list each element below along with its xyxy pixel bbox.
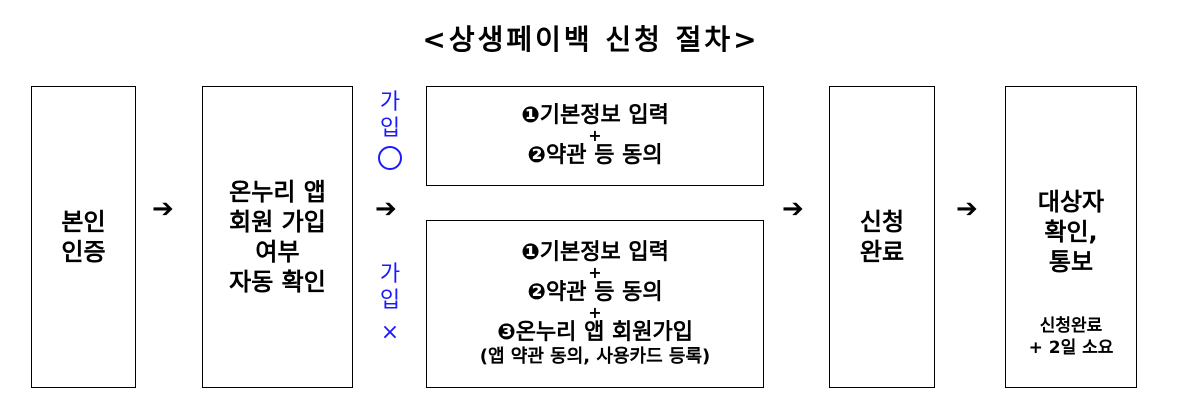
auto-check-line: 온누리 앱	[229, 178, 326, 206]
not-joined-steps-box: ❶기본정보 입력 + ❷약관 등 동의 + ❸온누리 앱 회원가입 (앱 약관 …	[426, 220, 764, 388]
auto-check-line: 회원 가입	[229, 208, 326, 236]
branch-char: 가	[379, 90, 401, 115]
step-app-signup: ❸온누리 앱 회원가입	[497, 320, 693, 345]
notify-line: 대상자	[1037, 188, 1105, 216]
branch-joined-label: 가 입	[375, 90, 405, 170]
auto-check-line: 자동 확인	[229, 268, 326, 296]
arrow-icon: ➔	[375, 194, 397, 224]
plus-sign: +	[588, 126, 602, 145]
notify-note: 신청완료	[1039, 316, 1103, 336]
step-terms-agree: ❷약관 등 동의	[527, 280, 663, 305]
cross-icon: ×	[380, 320, 400, 345]
circle-icon	[378, 146, 402, 170]
identity-verification-box: 본인 인증	[31, 86, 136, 388]
target-notify-box: 대상자 확인, 통보 신청완료 + 2일 소요	[1005, 86, 1137, 388]
notify-line: 확인,	[1044, 218, 1098, 246]
notify-line: 통보	[1048, 248, 1094, 276]
arrow-icon: ➔	[956, 194, 978, 224]
step-basic-info: ❶기본정보 입력	[521, 240, 669, 265]
branch-char: 입	[379, 116, 401, 141]
plus-sign: +	[588, 303, 602, 322]
identity-line-2: 인증	[61, 238, 106, 266]
auto-check-line: 여부	[255, 238, 300, 266]
step-basic-info: ❶기본정보 입력	[521, 103, 669, 128]
branch-not-joined-label: 가 입 ×	[375, 262, 405, 346]
application-complete-box: 신청 완료	[829, 86, 935, 388]
diagram-title: <상생페이백 신청 절차>	[422, 23, 760, 56]
identity-line-1: 본인	[61, 208, 106, 236]
auto-check-box: 온누리 앱 회원 가입 여부 자동 확인	[202, 86, 353, 388]
arrow-icon: ➔	[152, 194, 174, 224]
branch-char: 가	[379, 262, 401, 287]
complete-line: 신청	[859, 208, 905, 236]
complete-line: 완료	[859, 238, 905, 266]
arrow-icon: ➔	[782, 194, 804, 224]
branch-char: 입	[379, 288, 401, 313]
plus-sign: +	[588, 263, 602, 282]
notify-note: + 2일 소요	[1028, 338, 1114, 358]
step-app-signup-detail: (앱 약관 동의, 사용카드 등록)	[479, 346, 711, 367]
joined-steps-box: ❶기본정보 입력 + ❷약관 등 동의	[426, 86, 764, 186]
step-terms-agree: ❷약관 등 동의	[527, 143, 663, 168]
